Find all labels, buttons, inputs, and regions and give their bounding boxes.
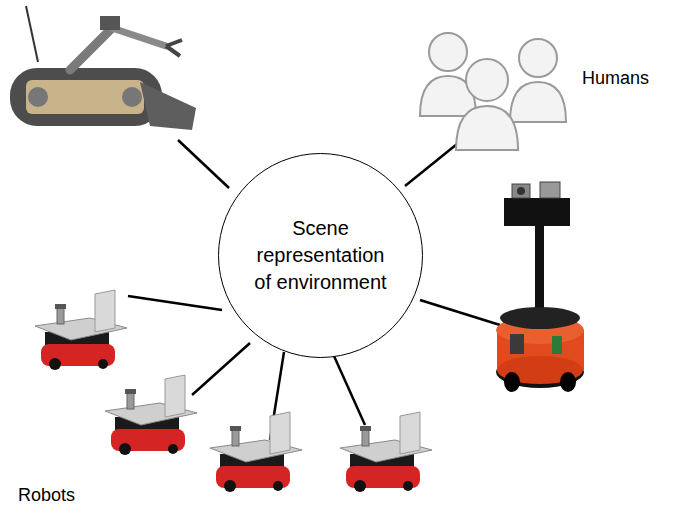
shape-ellipse	[560, 372, 576, 392]
shape-rect	[510, 334, 524, 354]
shape-rect	[535, 226, 544, 318]
shape-line	[405, 140, 462, 186]
shape-rect	[512, 184, 530, 198]
group-label: Humans	[582, 67, 649, 89]
scene-circle: Scene representation of environment	[218, 153, 423, 358]
shape-use	[210, 412, 302, 492]
shape-polygon	[140, 82, 196, 130]
shape-circle	[122, 87, 142, 107]
shape-use	[35, 290, 127, 370]
shape-rect	[504, 198, 570, 226]
shape-circle	[28, 87, 48, 107]
shape-line	[26, 6, 38, 62]
shape-line	[70, 28, 112, 70]
shape-line	[112, 28, 166, 46]
mobile-robot-with-camera	[496, 182, 584, 392]
shape-rect	[26, 80, 144, 114]
node-text: Scene representation of environment	[248, 215, 393, 296]
tracked-robot	[10, 6, 196, 130]
shape-circle	[517, 187, 525, 195]
shape-circle	[466, 59, 508, 101]
text-holder: Scene representation of environment	[248, 215, 393, 296]
shape-path	[456, 106, 518, 150]
shape-use	[105, 375, 197, 455]
humans-icon	[420, 33, 566, 150]
shape-line	[192, 343, 250, 395]
shape-use	[340, 412, 432, 492]
shape-path	[166, 40, 182, 56]
shape-rect	[540, 182, 560, 198]
shape-line	[128, 296, 222, 310]
shape-line	[178, 140, 229, 188]
shape-rect	[10, 68, 162, 126]
group-label: Robots	[18, 484, 75, 506]
shape-rect	[100, 16, 120, 30]
shape-ellipse	[504, 372, 520, 392]
shape-line	[420, 300, 500, 325]
shape-circle	[519, 39, 557, 77]
shape-circle	[429, 33, 467, 71]
shape-path	[510, 82, 566, 122]
shape-ellipse	[500, 307, 580, 329]
shape-rect	[552, 336, 562, 354]
shape-line	[334, 356, 365, 425]
